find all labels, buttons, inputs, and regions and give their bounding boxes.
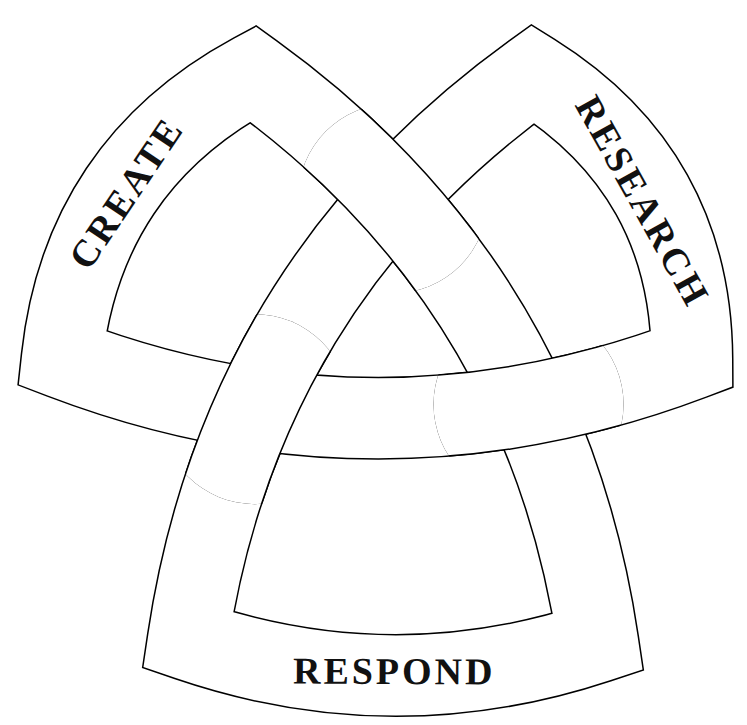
knot-band: RESEARCH bbox=[567, 87, 716, 313]
crossing-fill bbox=[62, 358, 692, 418]
band-label: RESEARCH bbox=[567, 87, 716, 313]
crossing-fill bbox=[188, 74, 533, 640]
knot-band: RESPOND bbox=[290, 652, 496, 691]
strand-crossing bbox=[188, 74, 533, 640]
band-label: CREATE bbox=[60, 110, 190, 278]
crossing-outline bbox=[62, 358, 692, 418]
band-label: RESPOND bbox=[290, 652, 496, 691]
crossing-outline bbox=[188, 74, 533, 640]
knot-band: CREATE bbox=[60, 110, 190, 278]
strand-crossing bbox=[62, 358, 692, 418]
